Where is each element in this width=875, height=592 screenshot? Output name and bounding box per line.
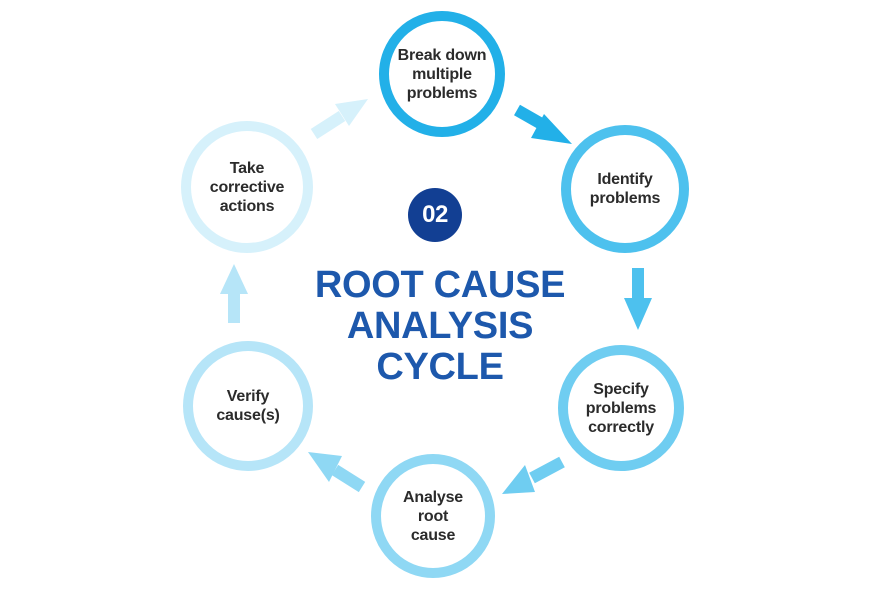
step-label: Take corrective actions [209,159,285,215]
step-label: Verify cause(s) [216,388,280,424]
step-analyse-root-cause: Analyse root cause [371,454,495,578]
arrow-step5-to-step6 [220,264,248,323]
arrow-step4-to-step5 [308,452,366,493]
step-label: Break down multiple problems [397,46,487,102]
step-label: Identify problems [589,171,661,207]
step-verify-causes: Verify cause(s) [183,341,313,471]
step-label: Analyse root cause [403,488,463,544]
step-label: Specify problems correctly [585,380,657,436]
step-identify-problems: Identify problems [561,125,689,253]
arrow-step1-to-step2 [514,104,572,144]
step-take-corrective-actions: Take corrective actions [181,121,313,253]
arrow-step3-to-step4 [502,456,565,494]
step-break-down-problems: Break down multiple problems [379,11,505,137]
diagram-title: ROOT CAUSE ANALYSIS CYCLE [314,264,566,388]
step-specify-problems: Specify problems correctly [558,345,684,471]
arrow-step6-to-step1 [310,99,368,140]
arrow-step2-to-step3 [624,268,652,330]
section-number-badge: 02 [408,188,462,242]
